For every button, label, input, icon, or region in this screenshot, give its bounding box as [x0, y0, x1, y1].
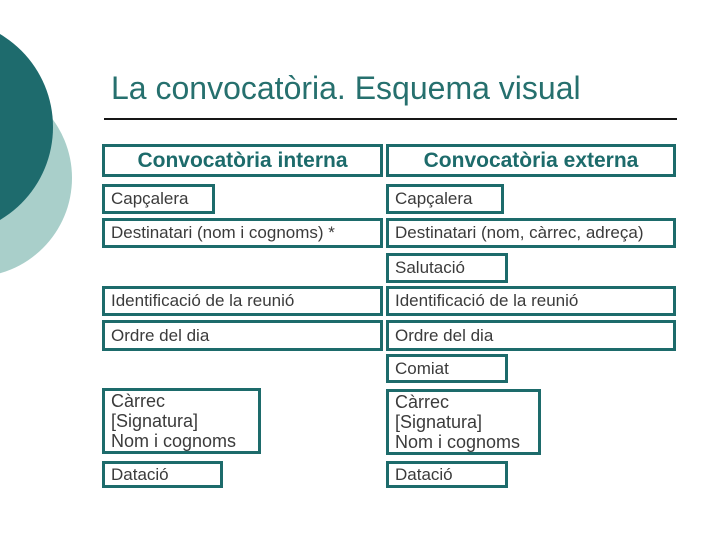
external-comiat-box: Comiat — [386, 354, 508, 383]
internal-destinatari-box: Destinatari (nom i cognoms) * — [102, 218, 383, 248]
carrec-line-3: Nom i cognoms — [111, 431, 237, 451]
external-identificacio-box: Identificació de la reunió — [386, 286, 676, 316]
carrec-line-1: Càrrec — [111, 391, 166, 411]
title-underline — [104, 118, 677, 120]
internal-header-box: Convocatòria interna — [102, 144, 383, 177]
external-ordre-box: Ordre del dia — [386, 320, 676, 351]
internal-datacio-box: Datació — [102, 461, 223, 488]
carrec-line-2: [Signatura] — [111, 411, 199, 431]
external-datacio-box: Datació — [386, 461, 508, 488]
internal-capcalera-box: Capçalera — [102, 184, 215, 214]
carrec-line-2: [Signatura] — [395, 412, 483, 432]
external-capcalera-box: Capçalera — [386, 184, 504, 214]
external-salutacio-box: Salutació — [386, 253, 508, 283]
internal-carrec-box: Càrrec [Signatura] Nom i cognoms — [102, 388, 261, 454]
internal-identificacio-box: Identificació de la reunió — [102, 286, 383, 316]
carrec-line-1: Càrrec — [395, 392, 450, 412]
external-carrec-box: Càrrec [Signatura] Nom i cognoms — [386, 389, 541, 455]
external-destinatari-box: Destinatari (nom, càrrec, adreça) — [386, 218, 676, 248]
carrec-line-3: Nom i cognoms — [395, 432, 521, 452]
external-header-box: Convocatòria externa — [386, 144, 676, 177]
internal-ordre-box: Ordre del dia — [102, 320, 383, 351]
slide-title: La convocatòria. Esquema visual — [111, 70, 581, 106]
